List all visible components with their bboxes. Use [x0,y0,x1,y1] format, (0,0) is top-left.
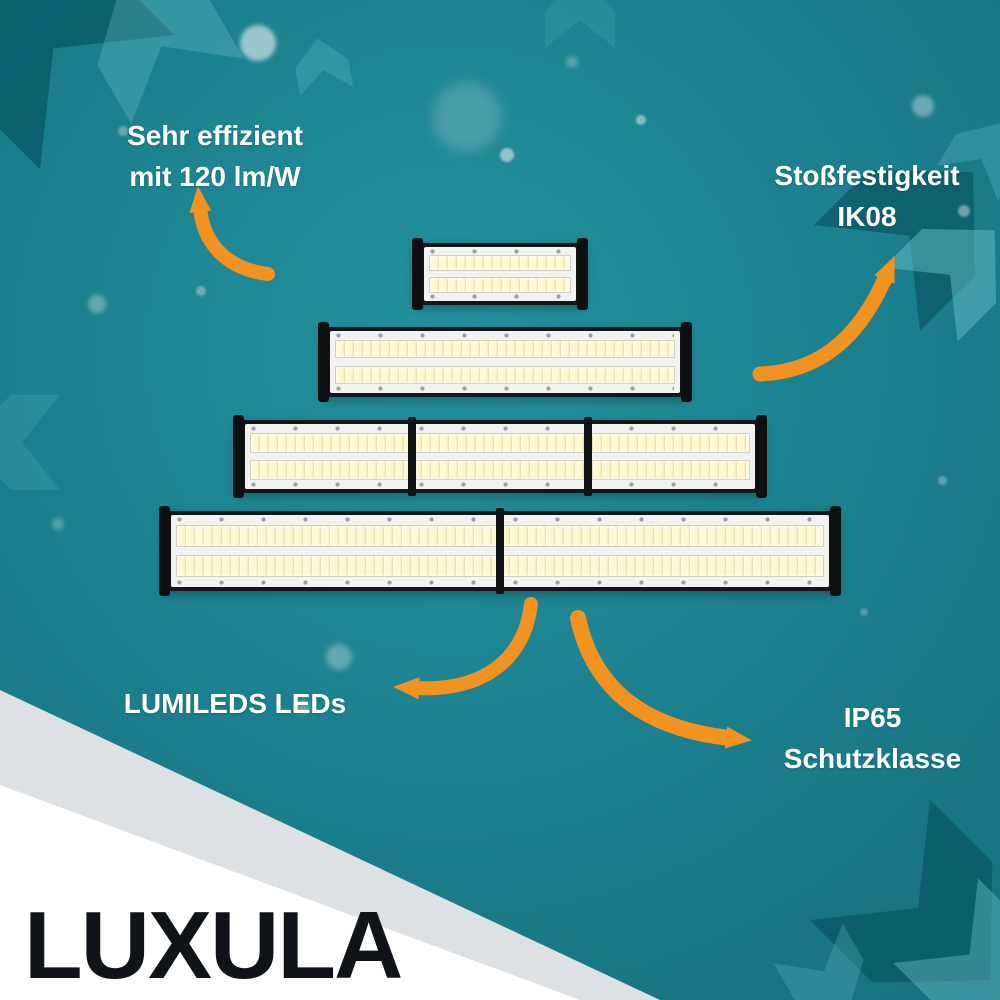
callout-impact-resistance: Stoßfestigkeit IK08 [742,156,992,237]
module-divider [496,508,504,594]
curved-arrow-icon-bottom-left [393,597,538,700]
callout-impact-line2: IK08 [837,200,897,232]
curved-arrow-icon-bottom-right [570,610,752,749]
chevron-decoration-icon [0,395,60,490]
led-strip [429,276,571,294]
bokeh-dot [938,476,947,485]
curved-arrow-icon-top-left [189,186,275,281]
callout-ip65-line1: IP65 [843,702,902,733]
screw-row [430,249,570,254]
led-strip [429,254,571,272]
bokeh-dot [88,295,106,313]
bokeh-dot [196,286,206,296]
callout-efficiency-line1: Sehr effizient [127,120,303,151]
callout-leds-line1: LUMILEDS LEDs [123,688,347,719]
bokeh-dot [52,518,64,530]
bokeh-dot [500,148,514,162]
callout-leds: LUMILEDS LEDs [85,684,385,725]
bokeh-dot [432,82,502,152]
screw-row [251,482,749,487]
led-bar-fixture-1 [412,238,588,310]
bokeh-dot [860,608,868,616]
module-divider [407,417,416,496]
led-panel [330,331,680,393]
brand-logo: LUXULA [24,892,403,999]
led-strip [335,365,675,385]
led-panel [245,424,755,489]
callout-efficiency: Sehr effizient mit 120 lm/W [60,116,370,197]
screw-row [430,294,570,299]
screw-row [336,386,674,391]
bokeh-dot [296,700,310,714]
callout-efficiency-line2: mit 120 lm/W [129,160,301,192]
led-bar-fixture-4 [159,506,841,596]
led-strip [250,433,750,453]
bokeh-dot [326,644,352,670]
curved-arrow-icon-top-right [752,255,895,382]
led-strip [335,339,675,359]
led-strip [250,460,750,480]
screw-row [336,333,674,338]
screw-row [251,426,749,431]
bokeh-dot [958,205,970,217]
bokeh-dot [240,25,276,61]
bokeh-dot [566,56,578,68]
callout-ip65-line2: Schutzklasse [783,742,962,774]
led-bar-fixture-3 [233,415,767,498]
led-bar-fixture-2 [318,322,692,402]
chevron-decoration-icon [291,34,354,97]
bokeh-dot [636,115,646,125]
callout-impact-line1: Stoßfestigkeit [774,160,960,191]
bokeh-dot [912,95,934,117]
led-panel [424,247,576,301]
bokeh-dot [118,126,128,136]
module-divider [583,417,592,496]
chevron-decoration-icon [545,0,615,48]
callout-ip65: IP65 Schutzklasse [745,698,1000,779]
